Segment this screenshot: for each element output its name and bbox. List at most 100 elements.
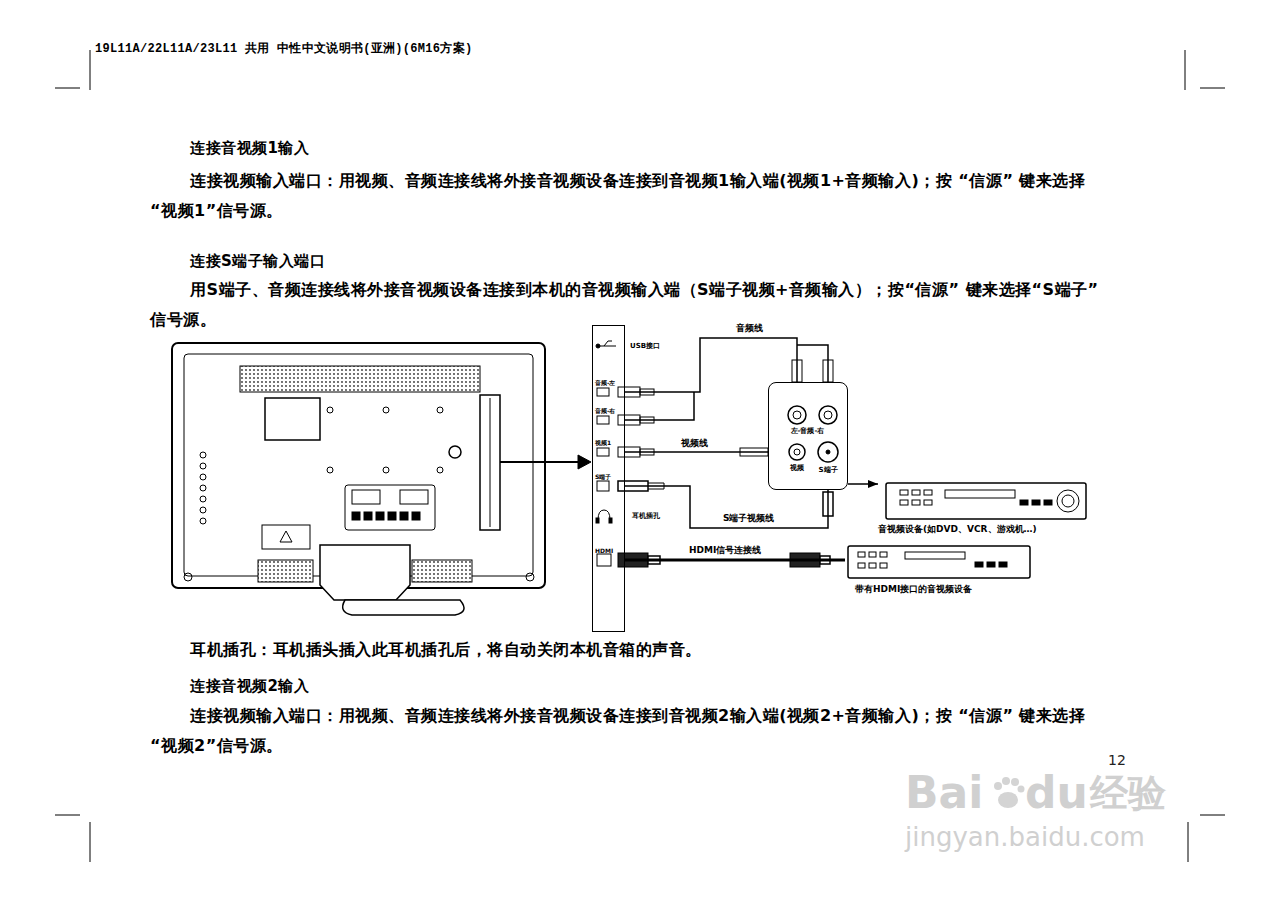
drawing-rect [258, 560, 313, 582]
drawing-rect [412, 512, 420, 520]
cable-line [625, 559, 845, 562]
drawing-line [500, 461, 578, 463]
body-paragraph: 用S端子、音频连接线将外接音视频设备连接到本机的音视频输入端（S端子视频+音频输… [150, 275, 1112, 335]
drawing-rect [1044, 500, 1052, 505]
drawing-rect [900, 490, 908, 495]
side-ports [596, 341, 694, 567]
drawing-rect [596, 518, 599, 523]
drawing-rect [1032, 500, 1040, 505]
av-device: 音视频设备(如DVD、VCR、游戏机…) [878, 468, 1043, 536]
drawing-rect [412, 560, 472, 582]
drawing-rect [597, 416, 609, 424]
drawing-rect [597, 481, 609, 491]
drawing-rect [400, 490, 428, 504]
drawing-rect [869, 552, 876, 557]
drawing-line [598, 346, 616, 347]
page-number: 12 [1108, 752, 1126, 768]
drawing-line [1200, 88, 1225, 89]
node-text: 音频-右 [595, 407, 616, 415]
cable-line [625, 338, 797, 392]
node-text: S端子 [595, 473, 611, 481]
cable-label: 音频线 [735, 323, 764, 334]
drawing-rect [924, 490, 932, 495]
drawing-circle [449, 446, 461, 458]
drawing-polyline [625, 392, 694, 420]
drawing-rect [262, 525, 310, 549]
drawing-circle [200, 507, 206, 513]
drawing-rect [880, 552, 887, 557]
drawing-line [55, 815, 80, 816]
drawing-rect [597, 554, 611, 566]
body-paragraph: 连接视频输入端口：用视频、音频连接线将外接音视频设备连接到音视频1输入端(视频1… [150, 166, 1112, 226]
drawing-circle [788, 406, 806, 424]
drawing-circle [1002, 777, 1010, 785]
drawing-line [90, 822, 91, 862]
av-jack-panel: 左-音频-右视频S端子 [768, 382, 848, 490]
port-panel: 音频-左音频-右视频1S端子HDMI [592, 325, 625, 632]
drawing-path [598, 510, 610, 520]
tv-back [172, 343, 591, 615]
drawing-rect [900, 500, 908, 505]
crop-marks [55, 50, 1225, 862]
drawing-circle [793, 411, 801, 419]
drawing-path [280, 531, 292, 542]
drawing-rect [975, 562, 983, 567]
drawing-rect [987, 562, 995, 567]
drawing-rect [869, 563, 876, 568]
cable-label: HDMI信号连接线 [688, 545, 762, 556]
drawing-circle [184, 573, 192, 581]
drawing-rect [924, 500, 932, 505]
watermark-paw [994, 777, 1025, 808]
drawing-line [90, 50, 91, 90]
drawing-rect [352, 512, 360, 520]
node-text: 音频-左 [595, 379, 616, 387]
drawing-circle [200, 496, 206, 502]
drawing-circle [327, 407, 333, 413]
cable-line [625, 486, 828, 528]
drawing-rect [886, 483, 1086, 519]
watermark-url: jingyan.baidu.com [905, 822, 1145, 852]
drawing-circle [826, 450, 830, 454]
node-text: 视频 [790, 464, 804, 473]
section-heading: 连接音视频2输入 [190, 677, 309, 695]
drawing-line [1200, 815, 1225, 816]
drawing-rect [376, 512, 384, 520]
drawing-circle [200, 518, 206, 524]
drawing-circle [200, 452, 206, 458]
drawing-path [604, 341, 612, 346]
cable-label: 视频线 [680, 438, 709, 449]
cable-line [848, 483, 878, 485]
cable-label: S端子视频线 [722, 513, 775, 524]
watermark: Bai [905, 768, 983, 818]
drawing-rect [880, 563, 887, 568]
drawing-rect [945, 490, 1015, 498]
drawing-rect [597, 388, 609, 396]
drawing-path [343, 600, 464, 615]
page-header: 19L11A/22L11A/23L11 共用 中性中文说明书(亚洲)(6M16方… [95, 42, 472, 57]
drawing-rect [905, 552, 965, 559]
drawing-rect [184, 354, 533, 576]
drawing-circle [526, 573, 534, 581]
drawing-ellipse [998, 792, 1018, 808]
drawing-rect [400, 512, 408, 520]
drawing-rect [388, 512, 396, 520]
drawing-line [1185, 50, 1186, 90]
drawing-path [578, 455, 591, 469]
section-heading: 连接音视频1输入 [190, 139, 309, 157]
drawing-circle [819, 406, 837, 424]
drawing-line [55, 88, 80, 89]
watermark: 经验 [1090, 770, 1166, 816]
dvd-player [886, 483, 1086, 519]
drawing-rect [265, 398, 320, 440]
drawing-circle [1011, 778, 1019, 786]
drawing-circle [383, 407, 389, 413]
drawing-circle [818, 442, 838, 462]
drawing-circle [383, 467, 389, 473]
drawing-circle [437, 467, 443, 473]
body-paragraph: 连接视频输入端口：用视频、音频连接线将外接音视频设备连接到音视频2输入端(视频2… [150, 701, 1112, 761]
drawing-circle [1018, 786, 1025, 793]
watermark: du [1025, 768, 1088, 818]
drawing-circle [596, 344, 600, 348]
note-text: 耳机插孔：耳机插头插入此耳机插孔后，将自动关闭本机音箱的声音。 [190, 641, 702, 659]
